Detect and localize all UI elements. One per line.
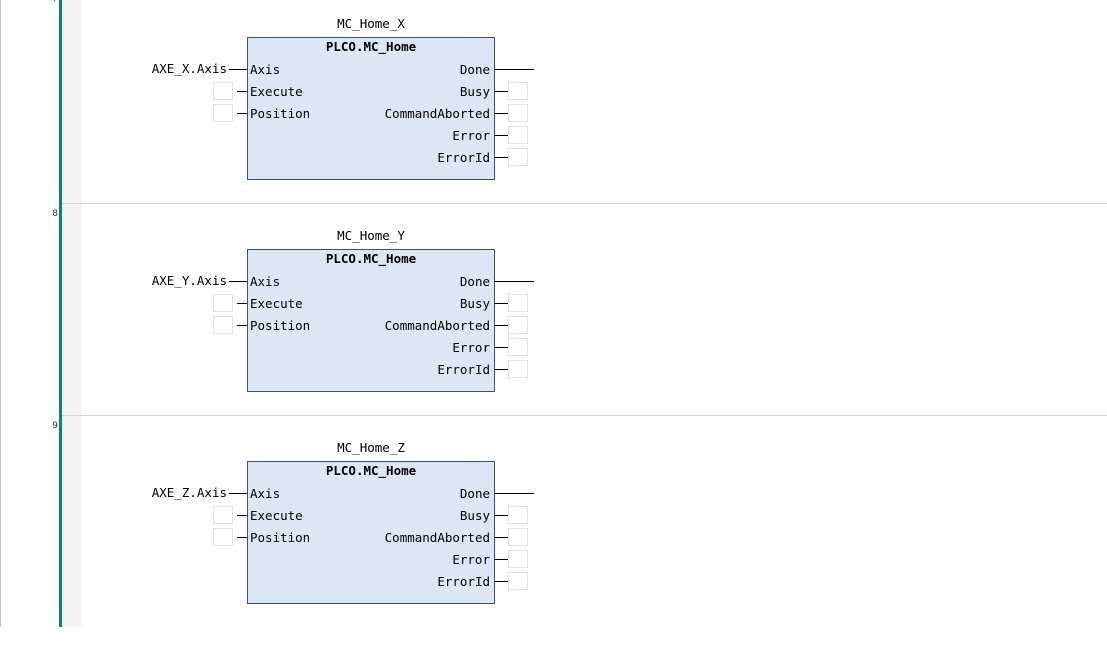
block-type-label: PLCO.MC_Home (325, 39, 417, 54)
command-aborted-output-box[interactable] (508, 104, 528, 122)
error-output-box[interactable] (508, 126, 528, 144)
pin-done: Done (459, 62, 490, 77)
pin-error-id: ErrorId (437, 150, 490, 165)
command-aborted-output-box[interactable] (508, 528, 528, 546)
axis-input-wire (229, 69, 248, 70)
error-output-box[interactable] (508, 550, 528, 568)
function-block-mc-home[interactable]: PLCO.MC_Home Axis Execute Position Done … (247, 461, 495, 604)
execute-input-box[interactable] (213, 294, 233, 312)
rung-number-8[interactable]: 8 (52, 209, 58, 219)
error-output-wire (494, 559, 508, 560)
pin-command-aborted: CommandAborted (384, 318, 490, 333)
execute-input-box[interactable] (213, 82, 233, 100)
error-id-output-wire (494, 369, 508, 370)
network-rung-8[interactable]: MC_Home_Y AXE_Y.Axis PLCO.MC_Home Axis E… (0, 228, 1107, 440)
done-output-wire (494, 69, 534, 70)
execute-input-wire (237, 303, 248, 304)
pin-command-aborted: CommandAborted (384, 106, 490, 121)
execute-input-wire (237, 515, 248, 516)
error-id-output-box[interactable] (508, 148, 528, 166)
pin-error-id: ErrorId (437, 574, 490, 589)
busy-output-wire (494, 515, 508, 516)
position-input-wire (237, 537, 248, 538)
pin-position: Position (250, 530, 311, 545)
axis-variable[interactable]: AXE_Z.Axis (151, 485, 227, 500)
busy-output-box[interactable] (508, 294, 528, 312)
axis-variable[interactable]: AXE_X.Axis (151, 61, 227, 76)
error-id-output-wire (494, 157, 508, 158)
axis-input-wire (229, 493, 248, 494)
pin-busy: Busy (459, 296, 490, 311)
instance-name[interactable]: MC_Home_Y (337, 228, 405, 243)
instance-name[interactable]: MC_Home_Z (337, 440, 405, 455)
command-aborted-output-wire (494, 325, 508, 326)
busy-output-wire (494, 91, 508, 92)
editor-left-border (0, 0, 1, 627)
rung-number-9[interactable]: 9 (52, 421, 58, 431)
network-rung-9[interactable]: MC_Home_Z AXE_Z.Axis PLCO.MC_Home Axis E… (0, 440, 1107, 652)
pin-axis: Axis (250, 62, 281, 77)
pin-axis: Axis (250, 486, 281, 501)
command-aborted-output-wire (494, 537, 508, 538)
pin-done: Done (459, 274, 490, 289)
pin-error: Error (452, 128, 490, 143)
block-type-label: PLCO.MC_Home (325, 251, 417, 266)
error-id-output-box[interactable] (508, 360, 528, 378)
pin-error: Error (452, 340, 490, 355)
execute-input-wire (237, 91, 248, 92)
pin-done: Done (459, 486, 490, 501)
error-output-wire (494, 135, 508, 136)
block-type-label: PLCO.MC_Home (325, 463, 417, 478)
error-id-output-wire (494, 581, 508, 582)
command-aborted-output-box[interactable] (508, 316, 528, 334)
position-input-box[interactable] (213, 104, 233, 122)
function-block-mc-home[interactable]: PLCO.MC_Home Axis Execute Position Done … (247, 249, 495, 392)
pin-execute: Execute (250, 84, 303, 99)
position-input-box[interactable] (213, 316, 233, 334)
function-block-mc-home[interactable]: PLCO.MC_Home Axis Execute Position Done … (247, 37, 495, 180)
pin-busy: Busy (459, 84, 490, 99)
instance-name[interactable]: MC_Home_X (337, 16, 405, 31)
error-output-wire (494, 347, 508, 348)
done-output-wire (494, 281, 534, 282)
error-output-box[interactable] (508, 338, 528, 356)
done-output-wire (494, 493, 534, 494)
error-id-output-box[interactable] (508, 572, 528, 590)
rung-separator (62, 203, 1107, 204)
rung-separator (62, 415, 1107, 416)
position-input-wire (237, 325, 248, 326)
axis-input-wire (229, 281, 248, 282)
position-input-box[interactable] (213, 528, 233, 546)
busy-output-box[interactable] (508, 506, 528, 524)
command-aborted-output-wire (494, 113, 508, 114)
pin-error: Error (452, 552, 490, 567)
rung-number-7[interactable]: 7 (36, 0, 58, 4)
position-input-wire (237, 113, 248, 114)
execute-input-box[interactable] (213, 506, 233, 524)
fbd-editor[interactable]: 7 8 9 MC_Home_X AXE_X.Axis PLCO.MC_Home … (0, 0, 1107, 627)
pin-error-id: ErrorId (437, 362, 490, 377)
pin-position: Position (250, 318, 311, 333)
network-gutter-bar (59, 0, 62, 627)
busy-output-box[interactable] (508, 82, 528, 100)
axis-variable[interactable]: AXE_Y.Axis (151, 273, 227, 288)
pin-busy: Busy (459, 508, 490, 523)
pin-command-aborted: CommandAborted (384, 530, 490, 545)
pin-position: Position (250, 106, 311, 121)
pin-execute: Execute (250, 508, 303, 523)
network-gutter-strip (62, 0, 81, 627)
network-rung-7[interactable]: MC_Home_X AXE_X.Axis PLCO.MC_Home Axis E… (0, 16, 1107, 228)
busy-output-wire (494, 303, 508, 304)
pin-axis: Axis (250, 274, 281, 289)
pin-execute: Execute (250, 296, 303, 311)
